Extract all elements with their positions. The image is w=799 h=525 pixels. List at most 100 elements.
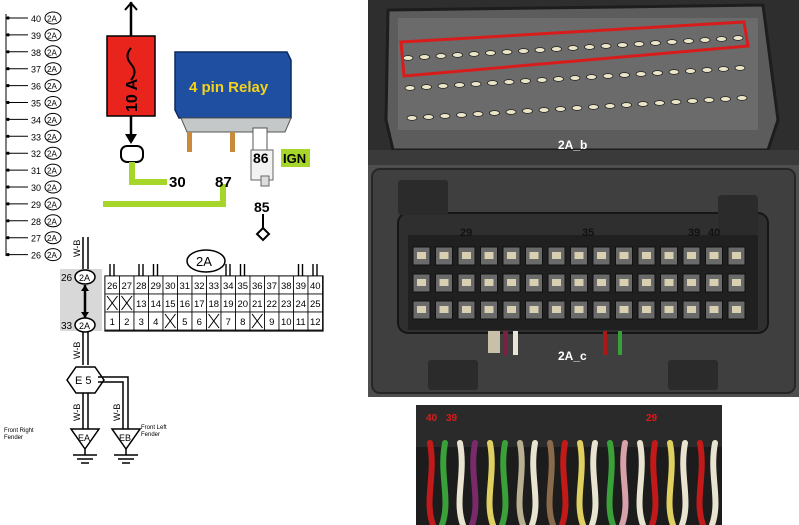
grid-pin-19: 19 (223, 299, 234, 310)
photo-bottom-pin-39: 39 (446, 413, 458, 424)
grid-pin-20: 20 (237, 299, 248, 310)
grid-pin-2: 2 (124, 317, 129, 328)
grid-pin-9: 9 (269, 317, 274, 328)
grid-pin-1: 1 (110, 317, 115, 328)
side-pin-37: 37 (31, 65, 41, 75)
side-pin-connector-35: 2A (47, 99, 57, 108)
grid-pin-39: 39 (295, 281, 306, 292)
photo-mid-pin-35: 35 (582, 227, 595, 239)
side-pin-connector-32: 2A (47, 150, 57, 159)
grid-pin-13: 13 (136, 299, 147, 310)
grid-connector-label: 2A (196, 254, 212, 269)
ground-eb (110, 428, 142, 451)
side-pin-28: 28 (31, 217, 41, 227)
grid-pin-21: 21 (252, 299, 263, 310)
wire-color-left: W-B (72, 404, 82, 421)
side-pin-connector-37: 2A (47, 65, 57, 74)
grid-pin-33: 33 (208, 281, 219, 292)
ground-ea-location-line2: Fender (4, 435, 24, 441)
side-pin-connector-40: 2A (47, 15, 57, 24)
side-pin-connector-29: 2A (47, 200, 57, 209)
photo-mid-pin-29: 29 (460, 227, 473, 239)
side-pin-connector-27: 2A (47, 234, 57, 243)
grid-pin-30: 30 (165, 281, 176, 292)
side-pin-30: 30 (31, 183, 41, 193)
side-pin-26: 26 (31, 251, 41, 261)
photo-label-2a-b: 2A_b (558, 138, 588, 152)
grid-pin-3: 3 (139, 317, 144, 328)
grid-pin-38: 38 (281, 281, 292, 292)
relay-pin-86: 86 (253, 150, 269, 166)
grid-pin-7: 7 (226, 317, 231, 328)
photo-connector-2a-b: 2A_b (368, 0, 799, 165)
ground-eb-location: Front Left Fender (141, 425, 167, 439)
grid-pin-40: 40 (310, 281, 321, 292)
side-pin-27: 27 (31, 234, 41, 244)
side-pin-connector-31: 2A (47, 167, 57, 176)
relay-circuit-diagram: 10 A 4 pin Relay 30 87 86 IGN 85 (103, 1, 310, 242)
grid-pin-15: 15 (165, 299, 176, 310)
grid-pin-36: 36 (252, 281, 263, 292)
grid-pin-14: 14 (150, 299, 161, 310)
ground-eb-location-line1: Front Left (141, 425, 167, 431)
grid-pin-34: 34 (223, 281, 234, 292)
grid-pin-4: 4 (153, 317, 158, 328)
grid-pin-10: 10 (281, 317, 292, 328)
side-pin-connector-39: 2A (47, 31, 57, 40)
side-pin-32: 32 (31, 149, 41, 159)
side-pin-connector-38: 2A (47, 48, 57, 57)
photo-mid-pin-39: 39 (688, 227, 701, 239)
ground-circuit-diagram: W-B 26 2A 33 2A W-B E 5 W-B W-B EA EB (60, 237, 142, 464)
grid-pin-26: 26 (107, 281, 118, 292)
side-pin-39: 39 (31, 31, 41, 41)
side-pin-33: 33 (31, 132, 41, 142)
side-pin-connector-33: 2A (47, 133, 57, 142)
grid-pin-28: 28 (136, 281, 147, 292)
grid-pin-5: 5 (182, 317, 187, 328)
grid-pin-24: 24 (295, 299, 306, 310)
grid-pin-11: 11 (296, 317, 306, 328)
connector-top: 2A (79, 273, 90, 283)
relay-pin-85-terminal (255, 226, 271, 242)
grid-pin-18: 18 (208, 299, 219, 310)
photo-bottom-pin-40: 40 (426, 413, 438, 424)
grid-pin-35: 35 (237, 281, 248, 292)
grid-pin-8: 8 (240, 317, 245, 328)
photo-connector-wires: 40 39 29 (416, 405, 722, 525)
connector-bottom: 2A (79, 321, 90, 331)
grid-pin-22: 22 (266, 299, 277, 310)
grid-pin-25: 25 (310, 299, 321, 310)
wire-color-top: W-B (72, 240, 82, 257)
side-pin-38: 38 (31, 48, 41, 58)
fuse-label: 10 A (124, 78, 141, 112)
side-pin-31: 31 (31, 166, 41, 176)
side-pin-connector-30: 2A (47, 184, 57, 193)
grid-pin-27: 27 (121, 281, 132, 292)
side-pin-connector-36: 2A (47, 82, 57, 91)
wire-color-right: W-B (112, 404, 122, 421)
highlight-box (399, 20, 750, 78)
grid-pin-23: 23 (281, 299, 292, 310)
side-pin-connector-28: 2A (47, 217, 57, 226)
photo-connector-2a-c: 29 35 39 40 2A_c (368, 165, 799, 397)
pin-26: 26 (61, 273, 73, 284)
ground-ea-location: Front Right Fender (4, 428, 34, 442)
grid-pin-32: 32 (194, 281, 205, 292)
side-pin-36: 36 (31, 82, 41, 92)
grid-pin-31: 31 (179, 281, 190, 292)
side-pin-connector-26: 2A (47, 251, 57, 260)
relay-pin-30: 30 (169, 174, 186, 191)
splice-label: E 5 (75, 375, 92, 387)
ground-ea-location-line1: Front Right (4, 428, 34, 434)
grid-pin-12: 12 (310, 317, 321, 328)
side-pin-35: 35 (31, 99, 41, 109)
pin-33: 33 (61, 321, 73, 332)
ign-label: IGN (283, 151, 306, 166)
grid-pin-29: 29 (150, 281, 161, 292)
photo-label-2a-c: 2A_c (558, 349, 587, 363)
splice-e5 (66, 366, 105, 394)
grid-pin-17: 17 (194, 299, 205, 310)
grid-pin-6: 6 (197, 317, 202, 328)
